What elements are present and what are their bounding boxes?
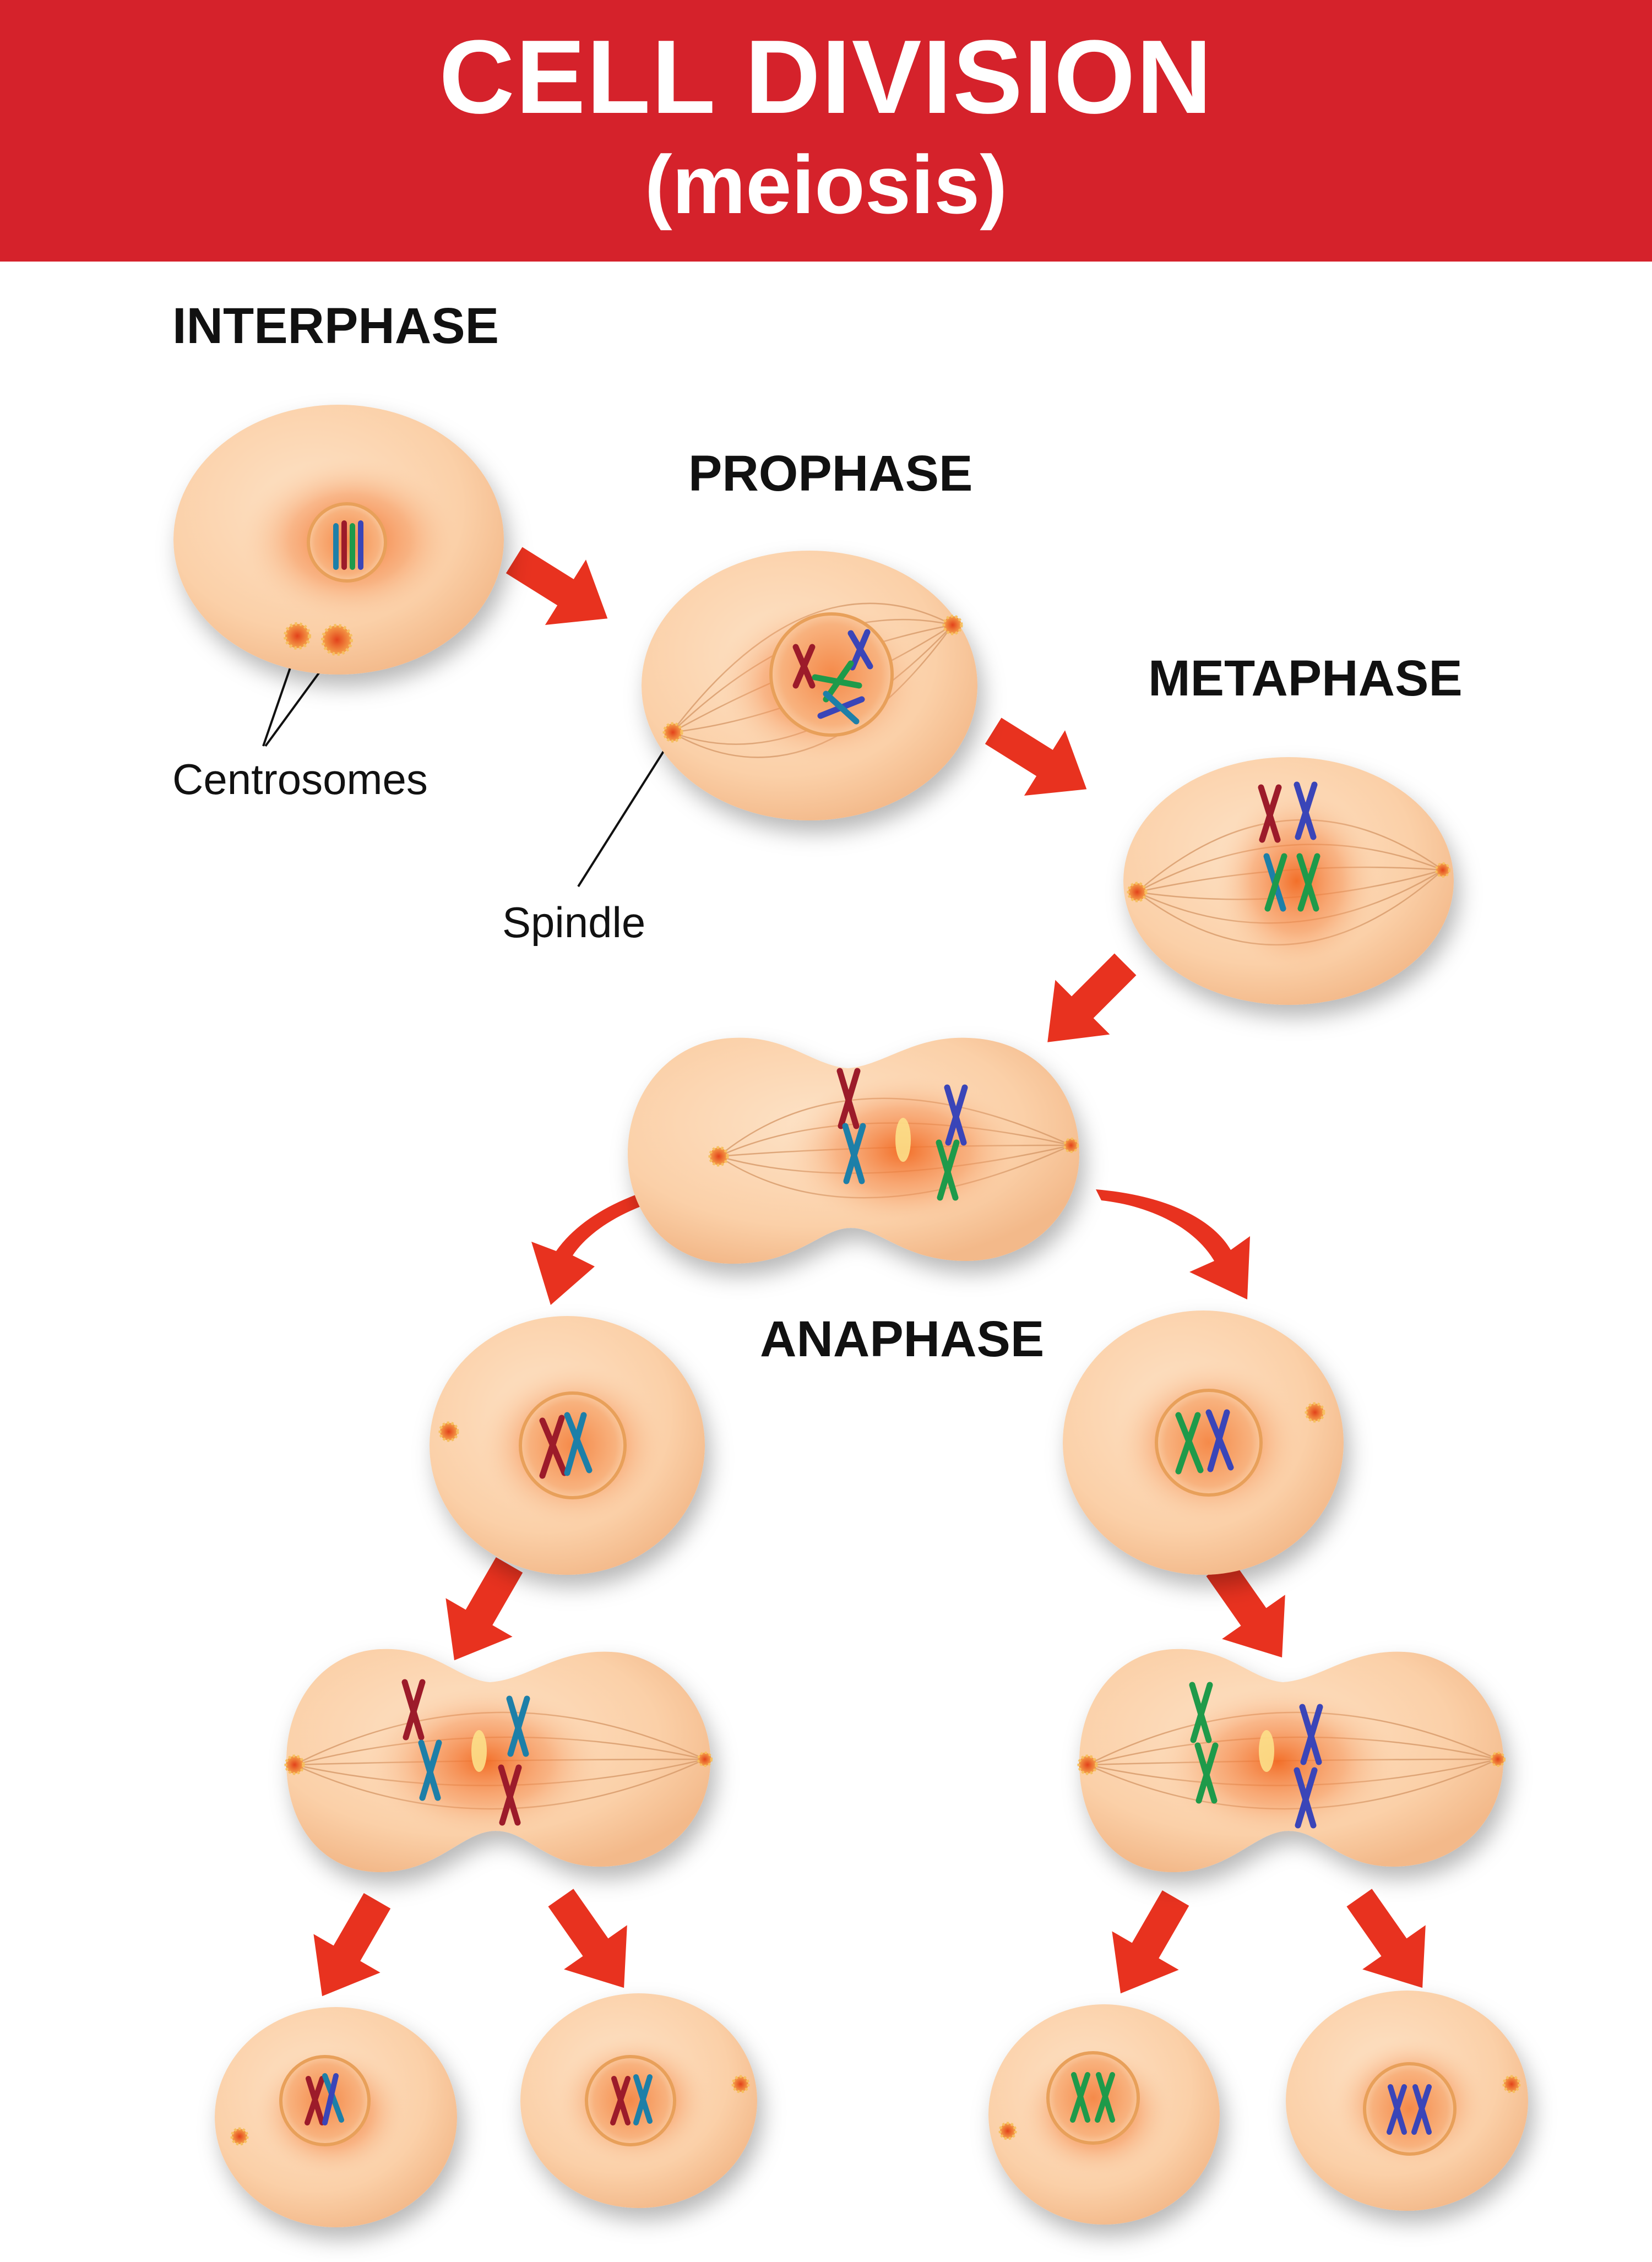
gamete-cell-2 bbox=[520, 1993, 757, 2208]
centrosome-icon bbox=[284, 622, 353, 656]
label-spindle: Spindle bbox=[502, 898, 646, 947]
arrow-curved-right bbox=[1096, 1189, 1250, 1299]
prophase-cell bbox=[642, 551, 977, 820]
arrow-left-down bbox=[445, 1557, 523, 1661]
diagram-subtitle: (meiosis) bbox=[644, 138, 1008, 231]
arrow-bottom-2 bbox=[548, 1889, 627, 1988]
arrow-bottom-1 bbox=[313, 1893, 391, 1997]
daughter-cell-left bbox=[430, 1316, 705, 1575]
arrow-metaphase-to-anaphase bbox=[1047, 953, 1137, 1042]
gamete-cell-1 bbox=[215, 2007, 457, 2227]
label-centrosomes: Centrosomes bbox=[172, 755, 428, 803]
label-interphase: INTERPHASE bbox=[172, 298, 499, 354]
label-metaphase: METAPHASE bbox=[1148, 650, 1463, 706]
daughter-cell-right bbox=[1063, 1311, 1344, 1575]
spindle-callout-line bbox=[577, 728, 678, 888]
gamete-cell-4 bbox=[1286, 1991, 1528, 2211]
anaphase-2-cell-right bbox=[1077, 1649, 1506, 1872]
metaphase-cell bbox=[1123, 757, 1454, 1005]
anaphase-2-cell-left bbox=[284, 1649, 713, 1872]
arrow-interphase-to-prophase bbox=[506, 547, 608, 625]
arrows bbox=[313, 547, 1426, 1997]
arrow-prophase-to-metaphase bbox=[985, 717, 1087, 796]
diagram-title: CELL DIVISION bbox=[439, 19, 1213, 135]
arrow-bottom-4 bbox=[1346, 1889, 1426, 1988]
title-banner bbox=[0, 0, 1652, 262]
arrow-right-down bbox=[1206, 1558, 1285, 1658]
arrow-bottom-3 bbox=[1112, 1890, 1189, 1994]
arrow-curved-left bbox=[531, 1178, 716, 1305]
label-anaphase: ANAPHASE bbox=[760, 1311, 1045, 1367]
gamete-cell-3 bbox=[988, 2004, 1220, 2225]
interphase-cell bbox=[173, 405, 504, 675]
label-prophase: PROPHASE bbox=[688, 445, 973, 502]
anaphase-1-cell bbox=[628, 1037, 1080, 1264]
